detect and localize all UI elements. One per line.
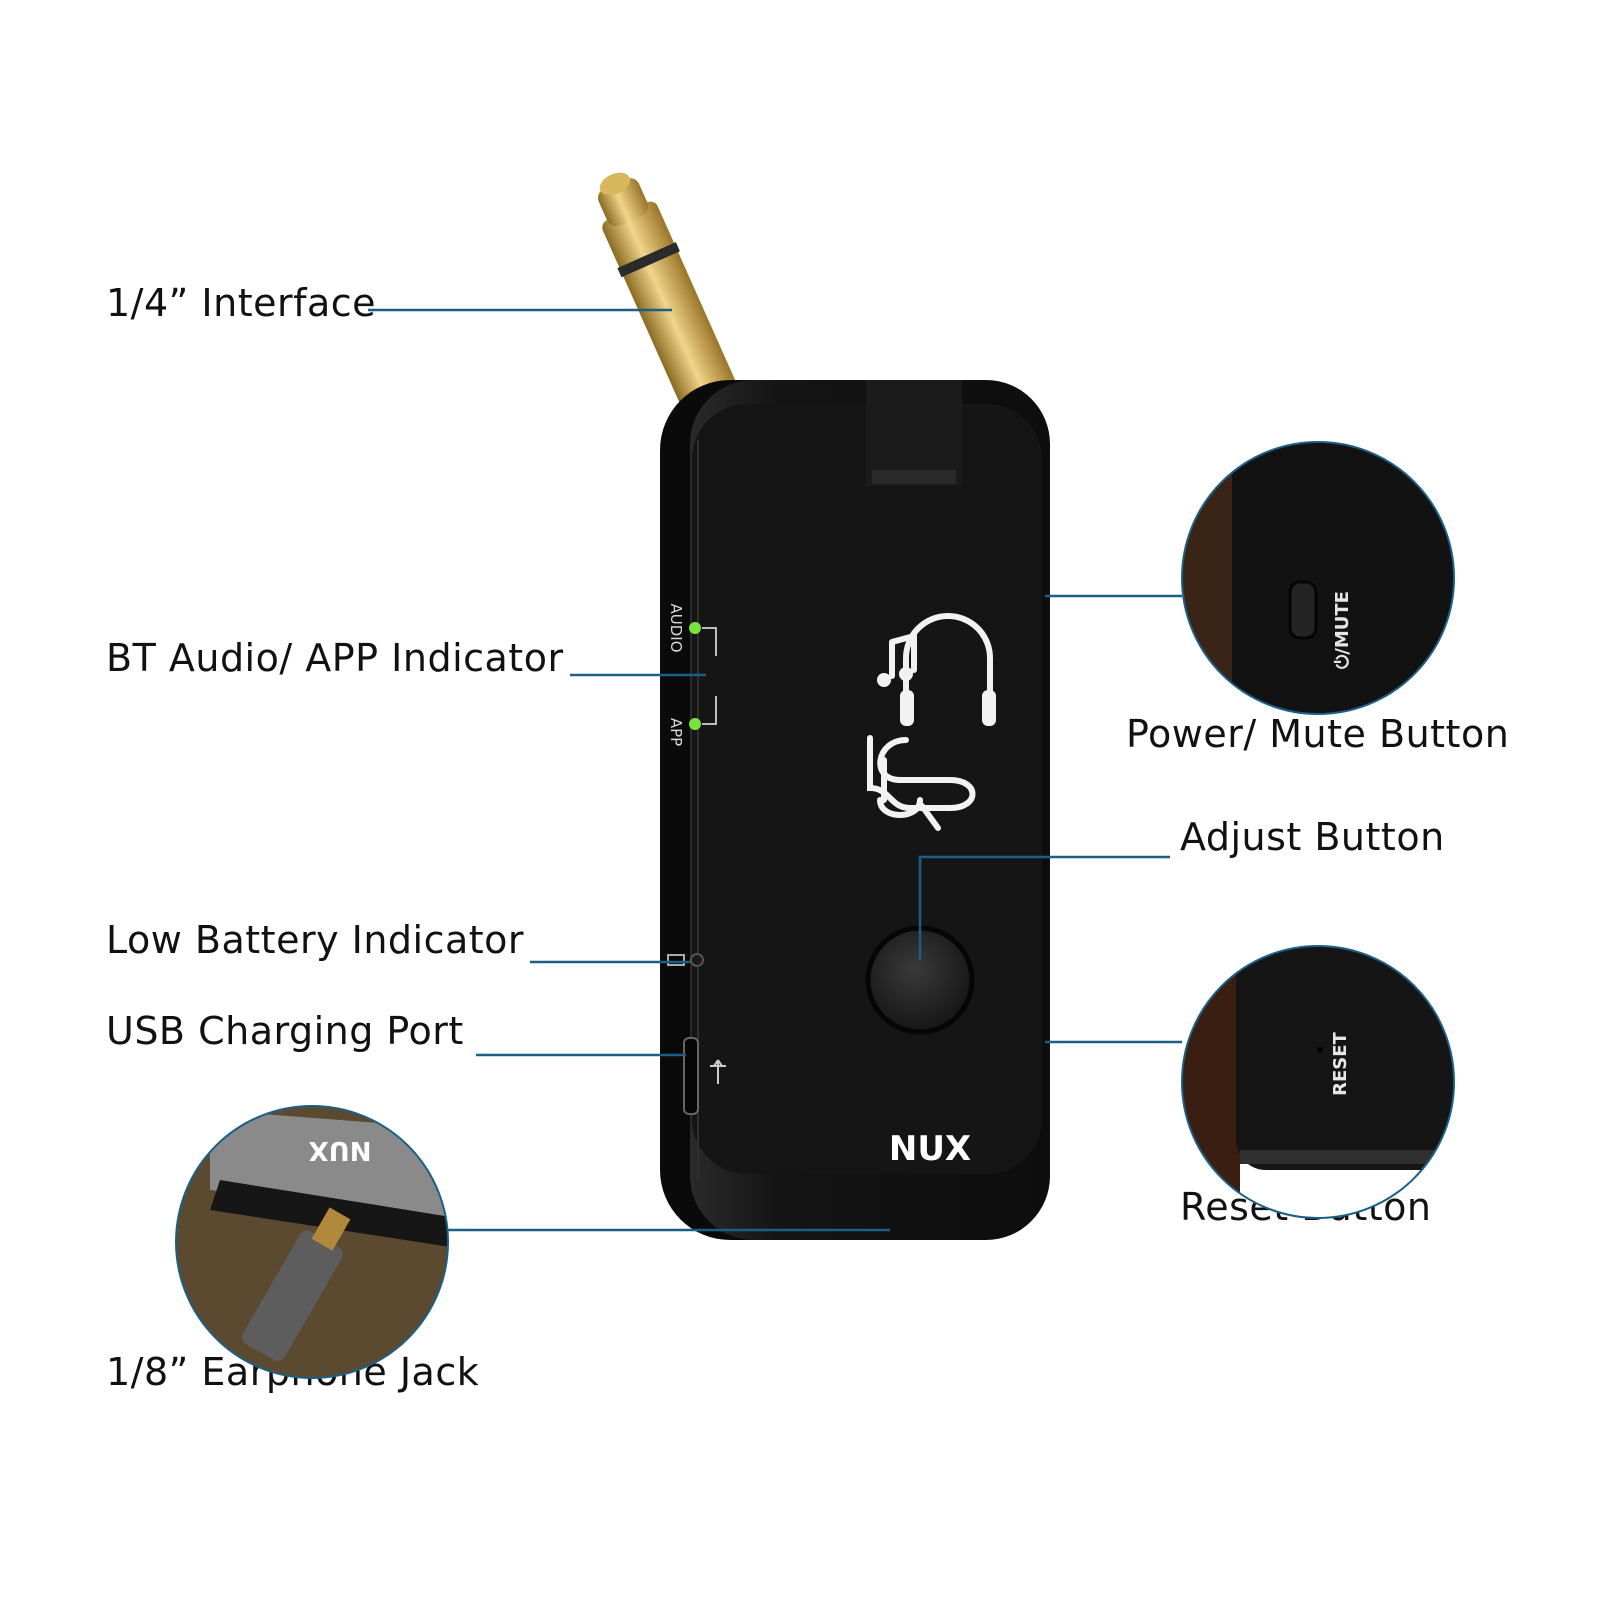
headphone-logo-icon xyxy=(867,613,996,831)
label-quarter-interface: 1/4” Interface xyxy=(106,281,377,325)
usb-port xyxy=(683,1037,726,1115)
side-app-text: APP xyxy=(667,718,685,746)
label-adjust: Adjust Button xyxy=(1180,815,1445,859)
reset-text: RESET xyxy=(1330,1031,1351,1095)
zoom-earphone-jack: NUX xyxy=(175,1105,449,1379)
zoom-reset: RESET xyxy=(1181,945,1455,1219)
quarter-inch-plug xyxy=(598,172,746,431)
led-audio xyxy=(689,622,701,634)
mute-text: ⏻/MUTE xyxy=(1332,591,1353,669)
indicator-bracket xyxy=(702,627,717,725)
battery-icon xyxy=(667,953,704,967)
label-low-battery: Low Battery Indicator xyxy=(106,918,525,962)
label-power-mute: Power/ Mute Button xyxy=(1126,712,1510,756)
device-body xyxy=(660,380,1050,1240)
side-audio-text: AUDIO xyxy=(667,603,685,652)
usb-icon xyxy=(710,1059,726,1084)
leader-lines xyxy=(368,308,1182,1232)
jack-brand-logo: NUX xyxy=(309,1135,372,1165)
brand-logo: NUX xyxy=(889,1129,971,1169)
zoom-power-mute: ⏻/MUTE xyxy=(1181,441,1455,715)
label-usb-port: USB Charging Port xyxy=(106,1009,464,1053)
power-mute-button xyxy=(1288,580,1318,640)
label-bt-indicator: BT Audio/ APP Indicator xyxy=(106,636,564,680)
led-app xyxy=(689,718,701,730)
